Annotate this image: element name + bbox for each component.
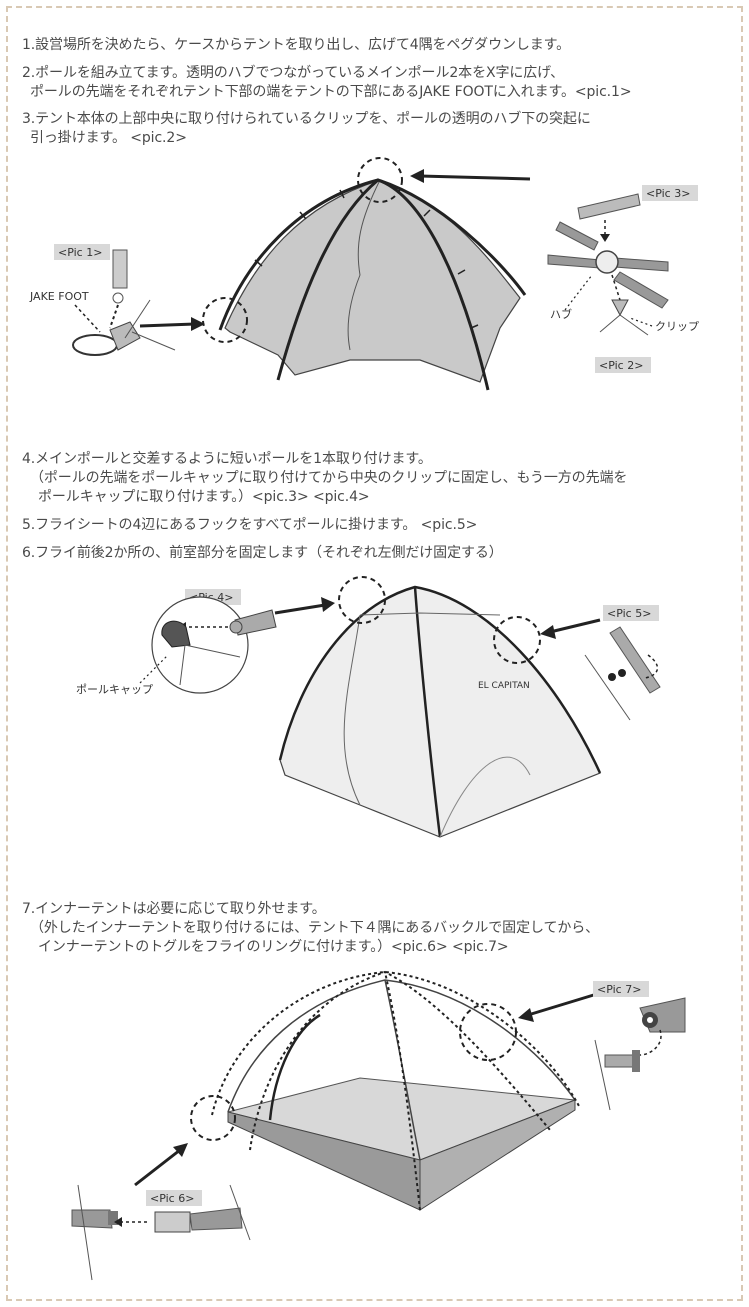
- pic3-tag: <Pic 3>: [642, 185, 698, 201]
- pic7-tag: <Pic 7>: [593, 981, 649, 997]
- step-5: 5.フライシートの4辺にあるフックをすべてポールに掛けます。 <pic.5>: [22, 517, 478, 533]
- diagram-flysheet: EL CAPITAN <Pic 4> ポールキャップ <Pic 5>: [76, 576, 661, 838]
- highlight-circle-top: [338, 576, 386, 624]
- step-1: 1.設営場所を決めたら、ケースからテントを取り出し、広げて4隅をペグダウンします…: [22, 37, 571, 53]
- step-4: 4.メインポールと交差するように短いポールを1本取り付けます。 （ポールの先端を…: [22, 451, 628, 505]
- step-7: 7.インナーテントは必要に応じて取り外せます。 （外したインナーテントを取り付け…: [22, 901, 600, 955]
- diagram-tent-frame: <Pic 1> JAKE FOOT <Pic 3> ハブ クリップ <Pic 2…: [29, 157, 699, 391]
- pic5-tag: <Pic 5>: [603, 605, 659, 621]
- highlight-circle-left: [190, 1095, 236, 1141]
- diagram-inner-tent: <Pic 6> <Pic 7>: [71, 970, 686, 1281]
- highlight-circle-right: [459, 1003, 517, 1061]
- svg-text:<Pic 3>: <Pic 3>: [646, 187, 690, 200]
- highlight-circle-left: [202, 297, 248, 343]
- svg-text:<Pic 7>: <Pic 7>: [597, 983, 641, 996]
- pic6-tag: <Pic 6>: [146, 1190, 202, 1206]
- highlight-circle-top: [357, 157, 403, 203]
- svg-text:ハブ: ハブ: [550, 307, 572, 321]
- pic1-tag: <Pic 1>: [54, 244, 110, 260]
- highlight-circle-right: [493, 616, 541, 664]
- svg-text:JAKE FOOT: JAKE FOOT: [29, 290, 89, 303]
- step-6: 6.フライ前後2か所の、前室部分を固定します（それぞれ左側だけ固定する）: [22, 545, 503, 561]
- dashed-frame: [6, 6, 743, 1301]
- svg-text:クリップ: クリップ: [655, 320, 699, 333]
- svg-text:<Pic 1>: <Pic 1>: [58, 246, 102, 259]
- svg-text:EL CAPITAN: EL CAPITAN: [478, 681, 530, 691]
- svg-text:<Pic 2>: <Pic 2>: [599, 359, 643, 372]
- step-3: 3.テント本体の上部中央に取り付けられているクリップを、ポールの透明のハブ下の突…: [22, 111, 591, 146]
- svg-text:ポールキャップ: ポールキャップ: [76, 683, 153, 696]
- pic2-tag: <Pic 2>: [595, 357, 651, 373]
- svg-text:<Pic 6>: <Pic 6>: [150, 1192, 194, 1205]
- svg-text:<Pic 5>: <Pic 5>: [607, 607, 651, 620]
- step-2: 2.ポールを組み立てます。透明のハブでつながっているメインポール2本をX字に広げ…: [22, 65, 632, 100]
